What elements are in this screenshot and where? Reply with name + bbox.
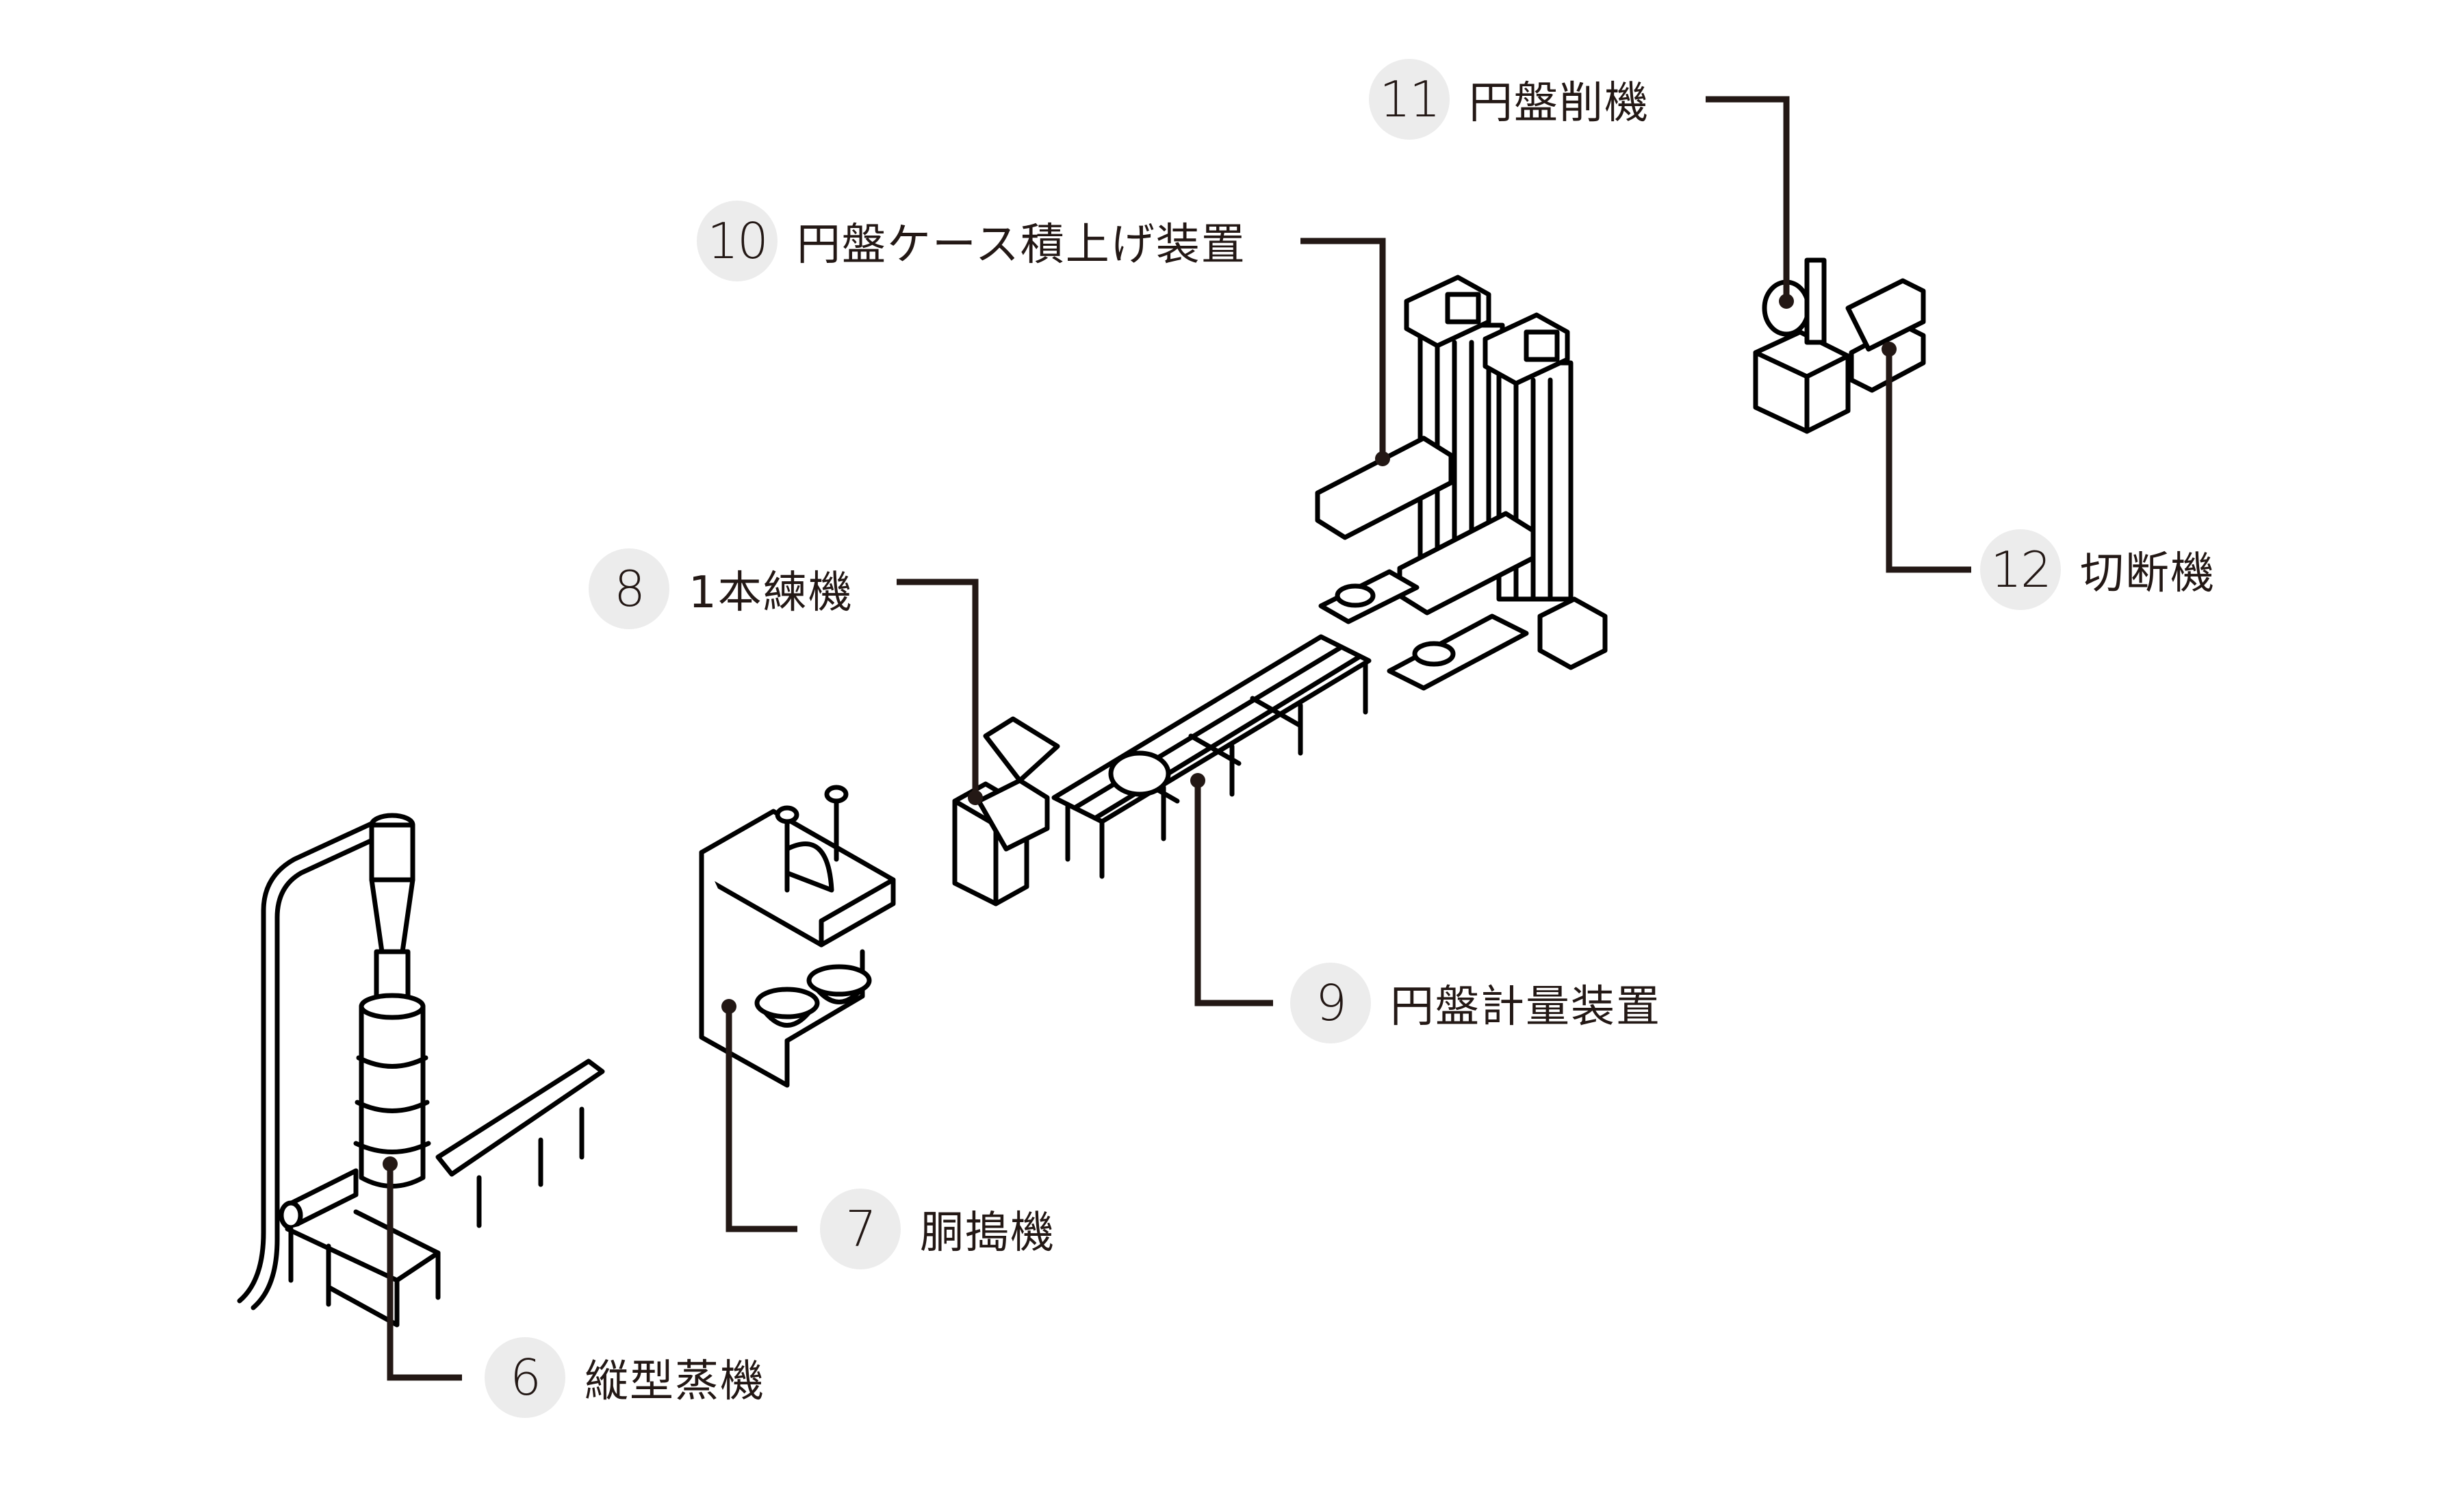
label-12: 12 切断機 [1980, 529, 2216, 611]
pounder-knob [775, 805, 799, 824]
tower-motor [1445, 292, 1481, 325]
number-badge: 7 [820, 1189, 901, 1269]
tower-motor [1524, 329, 1560, 362]
label-9: 9 円盤計量装置 [1290, 962, 1661, 1044]
machine-9-disc-weighing [1051, 634, 1372, 879]
label-8: 8 1本練機 [589, 548, 854, 630]
kneader-extruder [976, 778, 1050, 852]
leader-dot-8 [968, 790, 983, 805]
steam-duct [237, 815, 386, 1304]
machine-name: 円盤計量装置 [1390, 982, 1661, 1032]
machine-name: 1本練機 [689, 568, 854, 618]
pounder-frame [784, 949, 865, 1043]
machine-8-kneader [952, 716, 1060, 906]
stacker-tray-lower [1387, 613, 1529, 691]
number-badge: 8 [589, 548, 669, 629]
steamer-column [359, 1004, 426, 1189]
label-10: 10 円盤ケース積上げ装置 [697, 200, 1246, 282]
stacker-base [1537, 596, 1608, 670]
leader-line-7 [726, 1006, 797, 1232]
shaver-base [1753, 329, 1851, 434]
shaver-column [1804, 257, 1827, 345]
leader-line-12 [1886, 349, 1971, 573]
machine-10-case-stacker [1315, 275, 1608, 691]
steamer-ring [353, 1141, 431, 1154]
stacker-arm-upper [1315, 435, 1454, 540]
machine-name: 円盤ケース積上げ装置 [797, 220, 1246, 270]
number-badge: 12 [1980, 529, 2061, 610]
steamer-ring [356, 1055, 428, 1069]
machine-11-12-shaver-cutter [1753, 257, 1926, 434]
weighing-disc [1108, 750, 1171, 797]
kneader-hopper [983, 716, 1060, 783]
pounder-knob [824, 785, 849, 804]
leader-line-8 [897, 579, 979, 798]
leader-dot-11 [1779, 294, 1794, 309]
incline-conveyor [435, 1058, 605, 1177]
pounder-arm [784, 841, 834, 893]
leader-line-10 [1300, 238, 1386, 459]
mortar-rim [806, 964, 872, 997]
leader-line-6 [387, 1164, 462, 1381]
leader-lines [383, 96, 1971, 1381]
leader-line-9 [1194, 781, 1273, 1006]
machine-name: 円盤削機 [1469, 78, 1650, 129]
leader-dot-6 [383, 1156, 398, 1171]
label-11: 11 円盤削機 [1369, 58, 1650, 140]
number-badge: 9 [1290, 963, 1371, 1043]
number-badge: 10 [697, 201, 778, 281]
pounder-body [699, 850, 790, 1088]
conveyor-legs [476, 1106, 585, 1228]
machine-name: 胴搗機 [920, 1208, 1055, 1258]
steamer-ring [355, 1100, 430, 1113]
machine-7-pounding-machine [699, 785, 896, 1088]
conveyor-legs [1065, 661, 1368, 879]
steam-tank-end [279, 1200, 303, 1230]
steam-duct-inner [251, 829, 393, 1310]
leader-dot-9 [1190, 773, 1205, 788]
label-6: 6 縦型蒸機 [485, 1336, 765, 1419]
steamer-ring-top [359, 993, 426, 1020]
number-badge: 6 [485, 1337, 565, 1418]
tray-disc [1412, 641, 1456, 667]
pounder-top-edge [819, 877, 896, 948]
tray-disc [1335, 583, 1376, 608]
number-badge: 11 [1369, 59, 1450, 140]
cyclone-body [369, 822, 415, 883]
steamer-table-legs [288, 1226, 441, 1328]
cyclone-cone [369, 877, 415, 954]
shaver-edges [1753, 350, 1851, 434]
label-7: 7 胴搗機 [820, 1188, 1055, 1270]
machine-name: 切断機 [2080, 548, 2216, 599]
leader-dot-12 [1882, 342, 1897, 357]
cutter-head [1845, 278, 1926, 352]
leader-dot-7 [721, 999, 736, 1014]
leader-line-11 [1706, 96, 1790, 301]
machine-6-vertical-steamer [237, 813, 605, 1328]
steamer-table-top [285, 1209, 441, 1283]
leader-dot-10 [1375, 451, 1390, 466]
machine-name: 縦型蒸機 [585, 1356, 765, 1407]
mortar-rim [754, 987, 820, 1019]
